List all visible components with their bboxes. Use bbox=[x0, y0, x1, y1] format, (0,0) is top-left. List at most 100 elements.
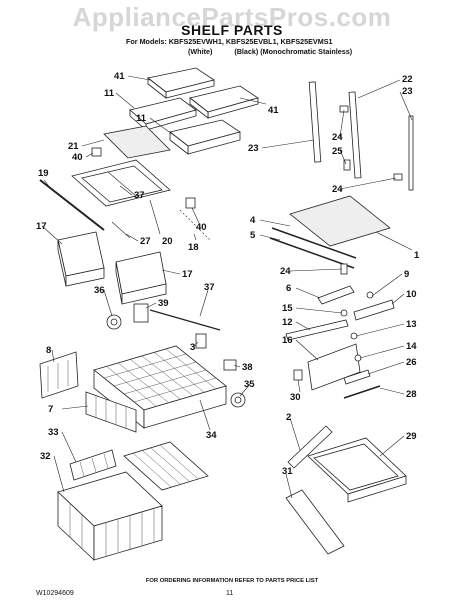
callout-27: 27 bbox=[140, 236, 151, 247]
callout-23: 23 bbox=[248, 143, 259, 154]
model-list: For Models: KBFS25EVWH1, KBFS25EVBL1, KB… bbox=[126, 37, 446, 57]
callout-40: 40 bbox=[72, 152, 83, 163]
bracket-25 bbox=[343, 159, 351, 171]
drawer-slide-2 bbox=[287, 425, 333, 469]
freezer-basket-32 bbox=[57, 471, 163, 561]
callout-11: 11 bbox=[104, 88, 115, 99]
shelf-part-41-11-middle-left bbox=[129, 97, 197, 131]
callout-37: 37 bbox=[204, 282, 215, 293]
color-variants-line: (White) (Black) (Monochromatic Stainless… bbox=[188, 47, 353, 56]
callout-36: 36 bbox=[94, 285, 105, 296]
stop-24-b bbox=[393, 173, 403, 181]
watermark: AppliancePartsPros.com bbox=[72, 2, 392, 32]
callout-32: 32 bbox=[40, 451, 51, 462]
callout-26: 26 bbox=[406, 357, 417, 368]
callout-23: 23 bbox=[402, 86, 413, 97]
callout-8: 8 bbox=[46, 345, 51, 356]
callout-17: 17 bbox=[36, 221, 47, 232]
shelf-rail-22-left bbox=[308, 81, 322, 163]
callout-29: 29 bbox=[406, 431, 417, 442]
callout-10: 10 bbox=[406, 289, 417, 300]
shelf-rail-22-right bbox=[348, 91, 362, 179]
rail-18 bbox=[179, 209, 211, 241]
callout-34: 34 bbox=[206, 430, 217, 441]
wire-shelf-34-lower bbox=[123, 441, 209, 491]
callout-28: 28 bbox=[406, 389, 417, 400]
wire-basket-34 bbox=[93, 345, 227, 429]
shelf-trim-4 bbox=[271, 227, 357, 259]
shelf-part-41-11-middle-right bbox=[169, 119, 241, 155]
callout-18: 18 bbox=[188, 242, 199, 253]
callout-37: 37 bbox=[134, 190, 145, 201]
clip-30 bbox=[293, 369, 303, 381]
callout-19: 19 bbox=[38, 168, 49, 179]
spacer-26 bbox=[343, 369, 371, 385]
shelf-part-41-11-upper-right bbox=[189, 85, 259, 119]
callout-11: 11 bbox=[136, 113, 147, 124]
bracket-6 bbox=[317, 285, 355, 305]
drawer-handle-31 bbox=[285, 489, 345, 555]
callout-24: 24 bbox=[332, 184, 343, 195]
page-number: 11 bbox=[226, 590, 234, 597]
callout-41: 41 bbox=[114, 71, 125, 82]
shelf-glass-21 bbox=[103, 125, 171, 159]
shelf-rail-23 bbox=[408, 115, 414, 191]
callout-2: 2 bbox=[286, 412, 291, 423]
callout-17: 17 bbox=[182, 269, 193, 280]
callout-39: 39 bbox=[158, 298, 169, 309]
bracket-39 bbox=[133, 303, 149, 323]
callout-40: 40 bbox=[196, 222, 207, 233]
callout-31: 31 bbox=[282, 466, 293, 477]
rail-12 bbox=[285, 319, 349, 341]
callout-1: 1 bbox=[414, 250, 420, 261]
glass-shelf-1 bbox=[289, 195, 391, 247]
clip-38 bbox=[223, 359, 237, 371]
callout-3: 3 bbox=[190, 342, 195, 353]
callout-12: 12 bbox=[282, 317, 293, 328]
callout-38: 38 bbox=[242, 362, 253, 373]
callout-24: 24 bbox=[280, 266, 291, 277]
callout-5: 5 bbox=[250, 230, 256, 241]
divider-8 bbox=[39, 351, 79, 399]
callout-30: 30 bbox=[290, 392, 301, 403]
gear-36-hub bbox=[110, 318, 118, 326]
crisper-drawer-17-left bbox=[57, 231, 105, 287]
housing-16 bbox=[307, 343, 361, 391]
callout-41: 41 bbox=[268, 105, 279, 116]
clip-40-b bbox=[185, 197, 196, 209]
models-line: For Models: KBFS25EVWH1, KBFS25EVBL1, KB… bbox=[126, 37, 333, 46]
rod-27 bbox=[111, 221, 131, 239]
shelf-part-41-11-upper-left bbox=[147, 67, 215, 99]
crisper-drawer-17-right bbox=[115, 251, 167, 305]
callout-6: 6 bbox=[286, 283, 291, 294]
callout-4: 4 bbox=[250, 215, 256, 226]
freezer-pan-29 bbox=[307, 437, 407, 503]
callout-14: 14 bbox=[406, 341, 417, 352]
callout-13: 13 bbox=[406, 319, 417, 330]
callout-21: 21 bbox=[68, 141, 79, 152]
shelf-trim-5 bbox=[269, 237, 355, 269]
callout-9: 9 bbox=[404, 269, 409, 280]
callout-22: 22 bbox=[402, 74, 413, 85]
document-number: W10294609 bbox=[36, 590, 74, 597]
crisper-cover-frame bbox=[71, 159, 171, 207]
callout-15: 15 bbox=[282, 303, 293, 314]
axle-37 bbox=[149, 309, 221, 331]
page-title: SHELF PARTS bbox=[181, 22, 283, 38]
slide-10 bbox=[353, 299, 395, 321]
gear-35-hub bbox=[234, 396, 242, 404]
divider-7 bbox=[85, 391, 137, 433]
callout-25: 25 bbox=[332, 146, 343, 157]
callout-16: 16 bbox=[282, 335, 293, 346]
callout-20: 20 bbox=[162, 236, 173, 247]
rod-28 bbox=[343, 385, 381, 399]
callout-35: 35 bbox=[244, 379, 255, 390]
bracket-3 bbox=[195, 333, 207, 349]
leader-lines bbox=[41, 75, 413, 499]
callout-33: 33 bbox=[48, 427, 59, 438]
ordering-info-note: FOR ORDERING INFORMATION REFER TO PARTS … bbox=[145, 578, 319, 584]
screw-9 bbox=[366, 291, 374, 299]
divider-33 bbox=[69, 449, 117, 481]
shelf-clip-40 bbox=[91, 147, 102, 157]
